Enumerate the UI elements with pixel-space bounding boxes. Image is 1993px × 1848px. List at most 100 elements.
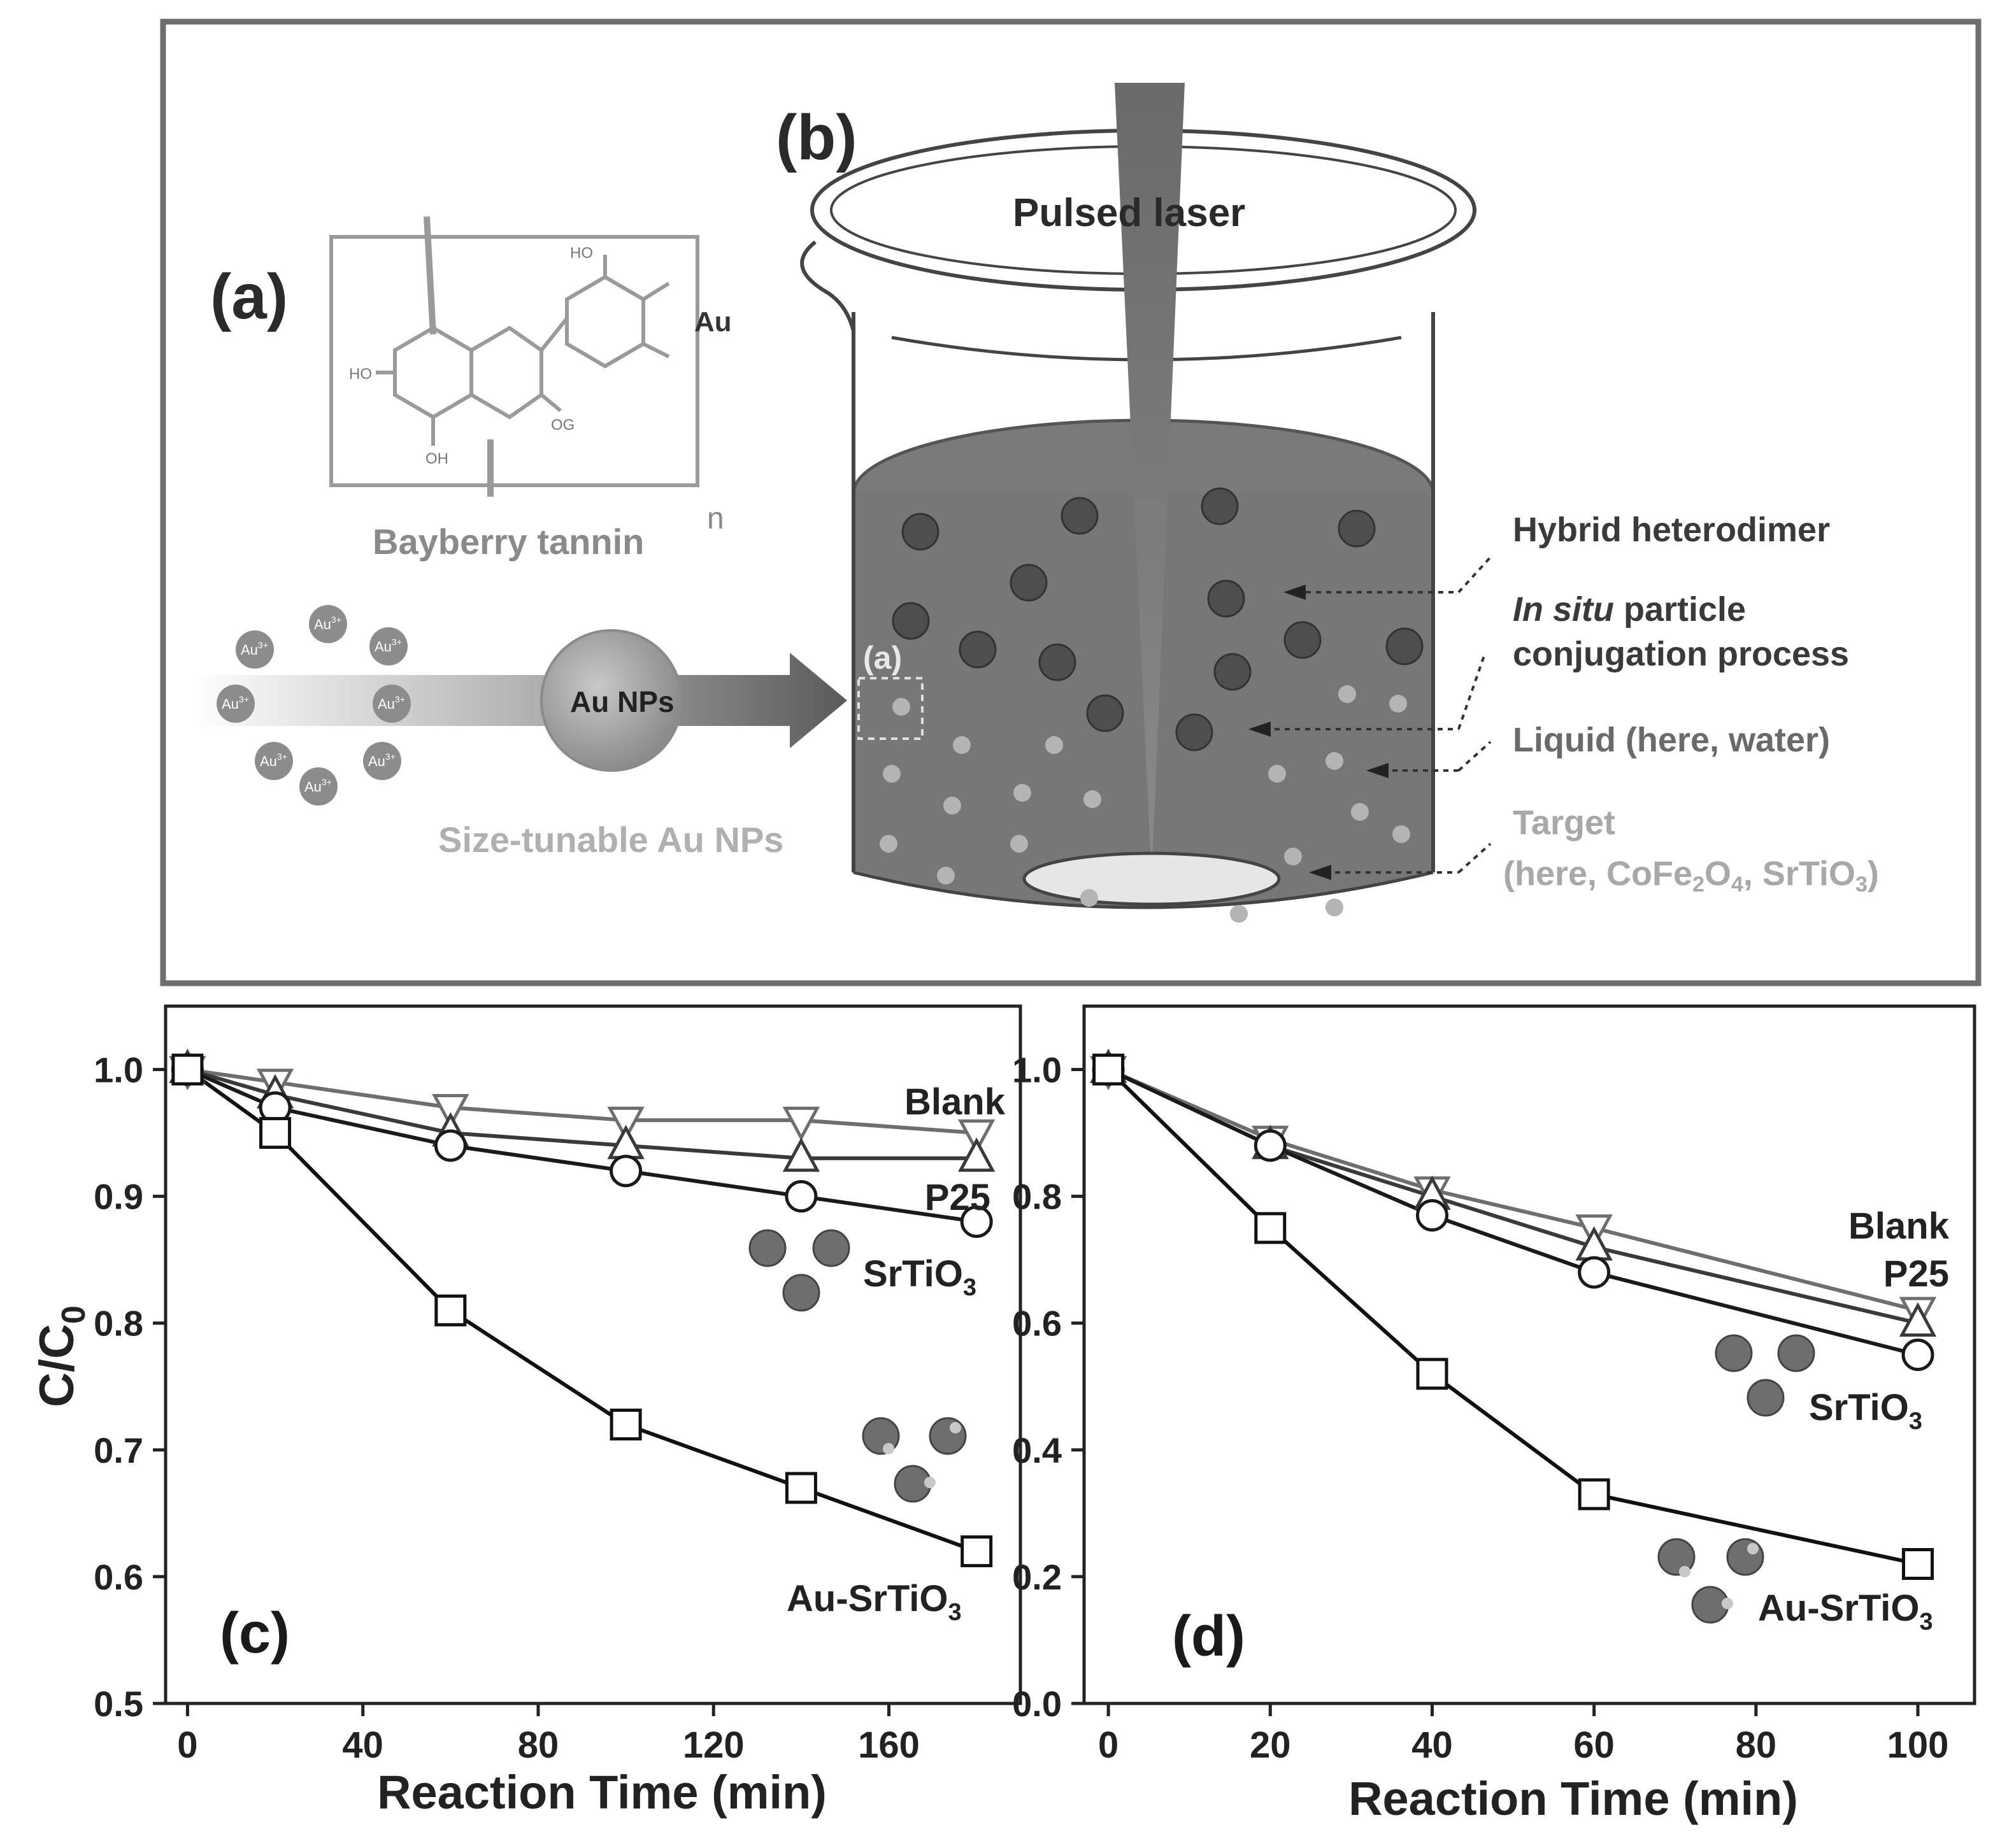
tannin-label: Bayberry tannin bbox=[373, 522, 644, 562]
heterodimer-2 bbox=[1201, 487, 1239, 525]
chart-d-label-srtio3: SrTiO3 bbox=[1809, 1387, 1922, 1435]
au-np-15 bbox=[1325, 899, 1343, 916]
au-np-7 bbox=[1010, 835, 1028, 853]
au-ion-1 bbox=[309, 605, 347, 643]
au-np-11 bbox=[1325, 752, 1343, 770]
hybrid-heterodimer-label: Hybrid heterodimer bbox=[1513, 511, 1830, 549]
chart-c-ytick-label: 0.9 bbox=[94, 1177, 143, 1217]
chart-c-label-p25: P25 bbox=[925, 1177, 990, 1218]
au-np-14 bbox=[1392, 825, 1410, 843]
chart-c-srtio3-particles bbox=[748, 1229, 850, 1312]
chart-d-ytick-label: 0.6 bbox=[1012, 1304, 1062, 1344]
chart-d-point-srtio3 bbox=[1578, 1256, 1611, 1289]
chart-c-series bbox=[169, 1048, 996, 1568]
chart-c-point-p25 bbox=[607, 1125, 645, 1160]
au-ion-2 bbox=[369, 627, 408, 665]
particles bbox=[880, 487, 1424, 923]
chart-d-panel-label: (d) bbox=[1172, 1605, 1245, 1668]
chart-c-ytick-label: 0.7 bbox=[94, 1430, 143, 1470]
conjugation-label: conjugation process bbox=[1513, 635, 1849, 673]
chart-d-point-srtio3 bbox=[1415, 1199, 1448, 1232]
chart-d-line-p25 bbox=[1107, 1067, 1918, 1325]
callout-arrowheads bbox=[1248, 585, 1389, 880]
panel-label-a: (a) bbox=[210, 261, 288, 332]
chart-c-line-srtio3 bbox=[187, 1067, 977, 1224]
heterodimer-6 bbox=[892, 602, 930, 640]
chart-d-point-au-srtio3 bbox=[1254, 1212, 1287, 1244]
au-np-18 bbox=[1338, 685, 1356, 703]
au-np-5 bbox=[1045, 736, 1063, 754]
chart-c-point-srtio3 bbox=[785, 1180, 818, 1213]
au-ion-0 bbox=[236, 630, 274, 669]
tannin-au: Au bbox=[694, 306, 732, 338]
au-ion-4 bbox=[373, 685, 411, 723]
chart-c-label-blank: Blank bbox=[904, 1081, 1006, 1123]
chem-oh: OH bbox=[425, 450, 448, 467]
schematic-panel: (a) Au HO HO OH OG n Bayberry tannin bbox=[160, 18, 1982, 986]
au-np-9 bbox=[880, 835, 897, 853]
heterodimer-5 bbox=[1207, 579, 1245, 618]
chart-c-point-blank bbox=[607, 1106, 645, 1141]
au-np-2 bbox=[883, 765, 901, 783]
chart-c-point-au-srtio3 bbox=[610, 1409, 642, 1440]
au-np-16 bbox=[1230, 905, 1248, 923]
chart-d-label-p25: P25 bbox=[1883, 1253, 1949, 1295]
chart-c-point-blank bbox=[782, 1106, 820, 1141]
chem-og: OG bbox=[551, 416, 575, 434]
au-nanoparticle bbox=[540, 629, 683, 772]
panel-label-b: (b) bbox=[776, 102, 857, 173]
chart-d-xtick-label: 40 bbox=[1411, 1724, 1453, 1766]
au-np-6 bbox=[1083, 790, 1101, 808]
chart-d-au-srtio3-particles bbox=[1657, 1538, 1764, 1624]
chart-d-xlabel: Reaction Time (min) bbox=[1348, 1772, 1798, 1825]
heterodimer-10 bbox=[1283, 621, 1322, 659]
chart-c-au-srtio3-particles bbox=[862, 1417, 967, 1503]
chart-c-point-p25 bbox=[957, 1137, 996, 1172]
heterodimer-12 bbox=[1086, 694, 1124, 732]
chart-c-xtick-label: 0 bbox=[177, 1724, 197, 1766]
chart-c-point-au-srtio3 bbox=[961, 1535, 993, 1568]
heterodimer-8 bbox=[1038, 643, 1076, 681]
heterodimer-4 bbox=[1010, 564, 1048, 602]
chart-c-xtick-label: 40 bbox=[342, 1724, 383, 1766]
chart-c-xtick-label: 80 bbox=[518, 1724, 559, 1766]
chart-d-ytick-label: 0.8 bbox=[1012, 1177, 1062, 1217]
heterodimer-1 bbox=[1061, 497, 1099, 535]
chart-d-ytick-label: 0.2 bbox=[1012, 1557, 1062, 1597]
chart-d-point-p25 bbox=[1899, 1302, 1937, 1337]
target-label: Target bbox=[1513, 804, 1615, 842]
chart-c-point-au-srtio3 bbox=[259, 1117, 292, 1149]
chart-c-xtick-label: 120 bbox=[683, 1724, 745, 1766]
chart-c-point-blank bbox=[957, 1119, 996, 1154]
chart-d-line-srtio3 bbox=[1107, 1067, 1918, 1357]
insitu-label: In situ particle bbox=[1513, 590, 1746, 629]
chart-d-point-au-srtio3 bbox=[1092, 1053, 1125, 1086]
heterodimer-0 bbox=[901, 513, 939, 551]
chart-c-point-au-srtio3 bbox=[785, 1472, 817, 1504]
au-np-0 bbox=[892, 698, 910, 716]
beaker bbox=[800, 83, 1476, 909]
inset-label-a: (a) bbox=[863, 640, 902, 676]
chart-d-ytick-label: 0.0 bbox=[1012, 1684, 1062, 1724]
pulsed-laser-label: Pulsed laser bbox=[1013, 191, 1245, 235]
chart-c-xtick-label: 160 bbox=[858, 1724, 920, 1766]
chart-d-point-srtio3 bbox=[1254, 1129, 1287, 1162]
chart-d-xtick-label: 20 bbox=[1250, 1724, 1291, 1766]
chart-c-frame bbox=[164, 1004, 1022, 1705]
chart-d-xtick-label: 0 bbox=[1098, 1724, 1118, 1766]
au-np-19 bbox=[1389, 695, 1407, 713]
chart-d-xtick-label: 100 bbox=[1887, 1724, 1949, 1766]
synthesis-arrow bbox=[191, 653, 847, 748]
chem-ho-top: HO bbox=[570, 245, 593, 262]
chart-c-line-p25 bbox=[187, 1067, 977, 1160]
chart-c-ytick-label: 0.5 bbox=[94, 1684, 143, 1724]
chart-c-ylabel: C/C0 bbox=[30, 1305, 92, 1407]
tannin-repeat-n: n bbox=[707, 502, 724, 536]
chart-d-xtick-label: 80 bbox=[1736, 1724, 1777, 1766]
chart-d-label-au-srtio3: Au-SrTiO3 bbox=[1758, 1588, 1933, 1635]
chart-d-ytick-label: 1.0 bbox=[1012, 1050, 1062, 1090]
